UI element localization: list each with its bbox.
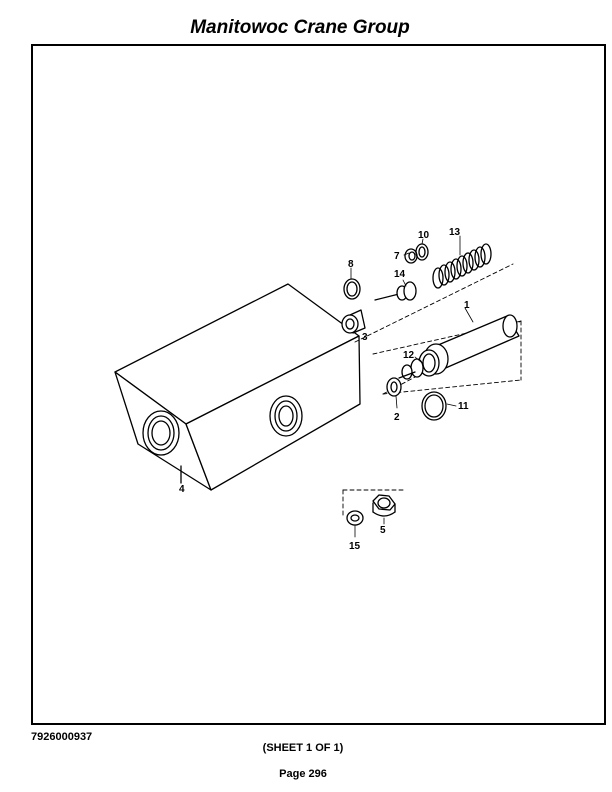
page-number: Page 296 — [279, 768, 327, 780]
page-title: Manitowoc Crane Group — [190, 17, 410, 38]
callout-5: 5 — [380, 525, 386, 536]
callout-3: 3 — [362, 332, 368, 343]
washer-part — [346, 510, 364, 526]
callout-13: 13 — [449, 227, 461, 238]
callout-2: 2 — [394, 412, 400, 423]
callout-7: 7 — [394, 251, 400, 262]
o-ring-part — [343, 278, 361, 300]
ring-parts — [404, 243, 429, 264]
valve-block — [114, 283, 361, 491]
cartridge-part — [398, 314, 520, 380]
callout-4: 4 — [179, 484, 185, 495]
seat-part — [341, 309, 366, 334]
diagram-frame: 1 2 3 4 5 7 8 10 11 12 13 14 15 — [31, 44, 606, 725]
poppet-part — [374, 281, 417, 301]
callout-15: 15 — [349, 541, 361, 552]
callout-11: 11 — [458, 401, 469, 412]
document-number: 7926000937 — [31, 731, 93, 743]
callout-8: 8 — [348, 259, 354, 270]
lower-poppet-part — [386, 377, 402, 397]
callout-1: 1 — [464, 300, 470, 311]
guide-lines — [342, 263, 522, 517]
large-o-ring-part — [421, 391, 447, 421]
callout-10: 10 — [418, 230, 430, 241]
exploded-parts-diagram: 1 2 3 4 5 7 8 10 11 12 13 14 15 — [114, 227, 522, 552]
callout-14: 14 — [394, 269, 406, 280]
sheet-label: (SHEET 1 OF 1) — [262, 742, 344, 754]
spring-part — [432, 243, 492, 289]
plug-part — [372, 494, 396, 517]
callout-12: 12 — [403, 350, 415, 361]
leader-lines — [350, 235, 474, 538]
callout-labels: 1 2 3 4 5 7 8 10 11 12 13 14 15 — [179, 227, 470, 552]
